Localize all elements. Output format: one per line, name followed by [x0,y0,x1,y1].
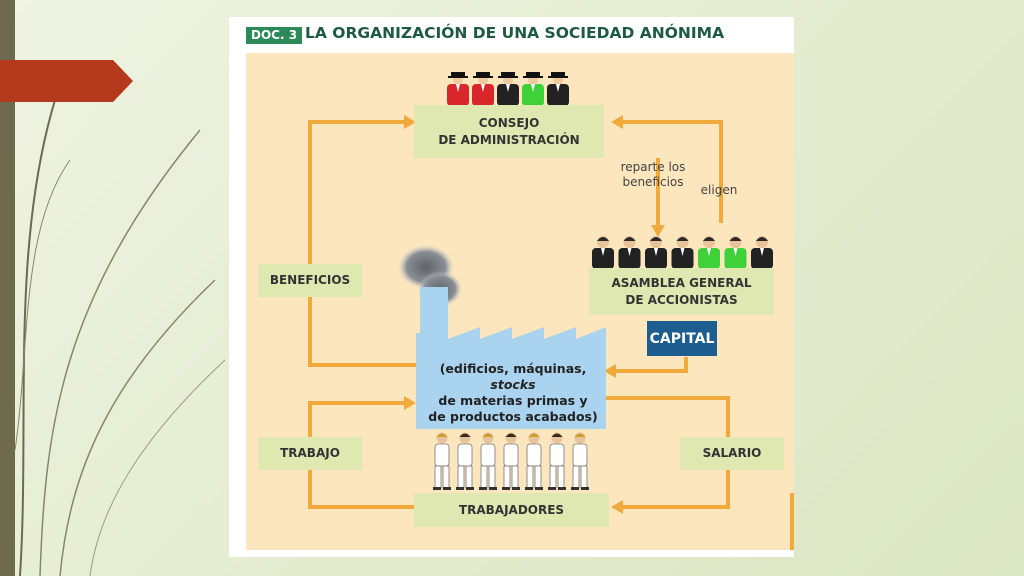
shareholder-figure [645,236,667,269]
capital-box: CAPITAL [647,321,717,356]
worker-figure [433,432,451,490]
board-member-figure [472,72,494,106]
arrowhead-trabajadores [611,500,623,514]
eligen-label: eligen [700,183,738,197]
shareholder-figure [618,236,641,269]
reparte-line2: beneficios [622,175,684,189]
worker-figure [548,432,566,490]
reparte-label: reparte los beneficios [608,160,698,190]
worker-figure [479,432,497,490]
arrowhead-capital [604,364,616,378]
diagram-area: CONSEJO DE ADMINISTRACIÓN reparte los be… [246,53,794,550]
doc-label: DOC. 3 [246,27,303,44]
arrowhead-consejo-left [404,115,416,129]
factory-description: (edificios, máquinas, stocks de materias… [418,361,608,425]
shareholder-figure [592,236,614,269]
header-bar: DOC. 3 LA ORGANIZACIÓN DE UNA SOCIEDAD A… [229,17,794,51]
shareholders-icon [592,236,773,269]
shareholder-figure [751,236,773,269]
asamblea-box: ASAMBLEA GENERAL DE ACCIONISTAS [589,268,774,315]
red-arrow-tab [0,60,133,102]
factory-line1-italic: stocks [490,377,536,392]
factory-line3: de productos acabados) [428,409,598,424]
worker-figure [571,432,589,490]
arrow-capital [614,357,688,373]
worker-figure [456,432,474,490]
factory-line2: de materias primas y [438,393,588,408]
board-member-figure [447,72,469,106]
consejo-line2: DE ADMINISTRACIÓN [438,132,580,147]
trabajadores-box: TRABAJADORES [414,493,609,527]
beneficios-box: BENEFICIOS [258,264,362,297]
page-title: LA ORGANIZACIÓN DE UNA SOCIEDAD ANÓNIMA [305,24,725,42]
factory-line1-prefix: (edificios, máquinas, [439,361,587,376]
decorative-curves [14,99,226,576]
board-members-icon [447,72,569,106]
arrowhead-factory-trabajo [404,396,416,410]
shareholder-figure [671,236,694,269]
worker-figure [502,432,520,490]
asamblea-line1: ASAMBLEA GENERAL [611,275,752,290]
consejo-line1: CONSEJO [478,115,540,130]
consejo-box: CONSEJO DE ADMINISTRACIÓN [414,105,604,158]
asamblea-line2: DE ACCIONISTAS [625,292,738,307]
left-accent-bar [0,0,15,576]
shareholder-figure [698,236,720,269]
worker-figure [525,432,543,490]
board-member-figure [547,72,569,106]
arrowhead-asamblea [651,225,665,237]
workers-icon [433,432,589,490]
factory-line1: (edificios, máquinas, stocks [418,361,608,393]
factory-icon [398,245,606,429]
trabajo-box: TRABAJO [258,437,362,470]
shareholder-figure [724,236,747,269]
board-member-figure [522,72,544,106]
arrow-beneficios [308,120,418,367]
arrow-eligen [621,120,723,223]
diagram-frame: DOC. 3 LA ORGANIZACIÓN DE UNA SOCIEDAD A… [229,17,794,557]
board-member-figure [497,72,519,106]
arrowhead-consejo-right [611,115,623,129]
salario-box: SALARIO [680,437,784,470]
reparte-line1: reparte los [620,160,686,174]
